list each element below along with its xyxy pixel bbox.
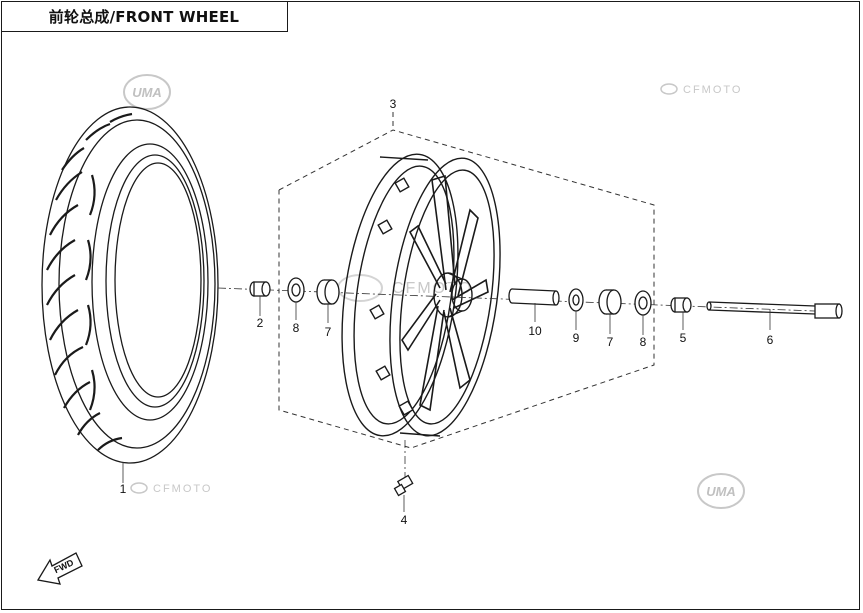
callout-numbers: 1 2 3 4 5 6 7 7 8 8 9 10 [120, 97, 774, 527]
spacer-part-7-left [316, 279, 340, 305]
watermark-uma-bottom-right: UMA [697, 473, 745, 509]
callout-7-right: 7 [607, 335, 614, 349]
washer-part-8-left [287, 277, 305, 303]
callout-8-left: 8 [293, 321, 300, 335]
axle-centerline [217, 287, 841, 478]
svg-text:CFMOTO: CFMOTO [153, 483, 212, 495]
callout-10: 10 [528, 324, 542, 338]
watermark-cfmoto-top-right: CFMOTO [660, 83, 742, 96]
bushing-part-2 [249, 281, 271, 297]
callout-4: 4 [401, 513, 408, 527]
tire [41, 106, 219, 464]
forward-direction-arrow-icon: FWD [36, 552, 83, 585]
callout-leaders [122, 296, 771, 512]
callout-9: 9 [573, 331, 580, 345]
svg-text:UMA: UMA [132, 85, 162, 100]
title-box: 前轮总成/FRONT WHEEL [1, 1, 288, 32]
valve-part-4 [393, 474, 414, 497]
watermark-uma-top-left: UMA [123, 74, 171, 110]
callout-1: 1 [120, 482, 127, 496]
page-title: 前轮总成/FRONT WHEEL [48, 7, 240, 26]
callout-8-right: 8 [640, 335, 647, 349]
callout-3: 3 [390, 97, 397, 111]
sleeve-part-10 [508, 288, 560, 306]
bushing-part-5 [670, 297, 692, 313]
wheel-assembly-boundary [278, 112, 655, 449]
svg-text:CFMOTO: CFMOTO [683, 84, 742, 96]
axle-part-6 [706, 301, 843, 319]
callout-2: 2 [257, 316, 264, 330]
svg-text:UMA: UMA [706, 484, 736, 499]
watermark-cfmoto-bottom: CFMOTO [130, 482, 212, 495]
callout-7-left: 7 [325, 325, 332, 339]
callout-5: 5 [680, 331, 687, 345]
bearing-part-9 [568, 288, 584, 312]
wheel-rim [341, 153, 501, 437]
spacer-part-7-right [598, 289, 622, 315]
callout-6: 6 [767, 333, 774, 347]
washer-part-8-right [634, 290, 652, 316]
